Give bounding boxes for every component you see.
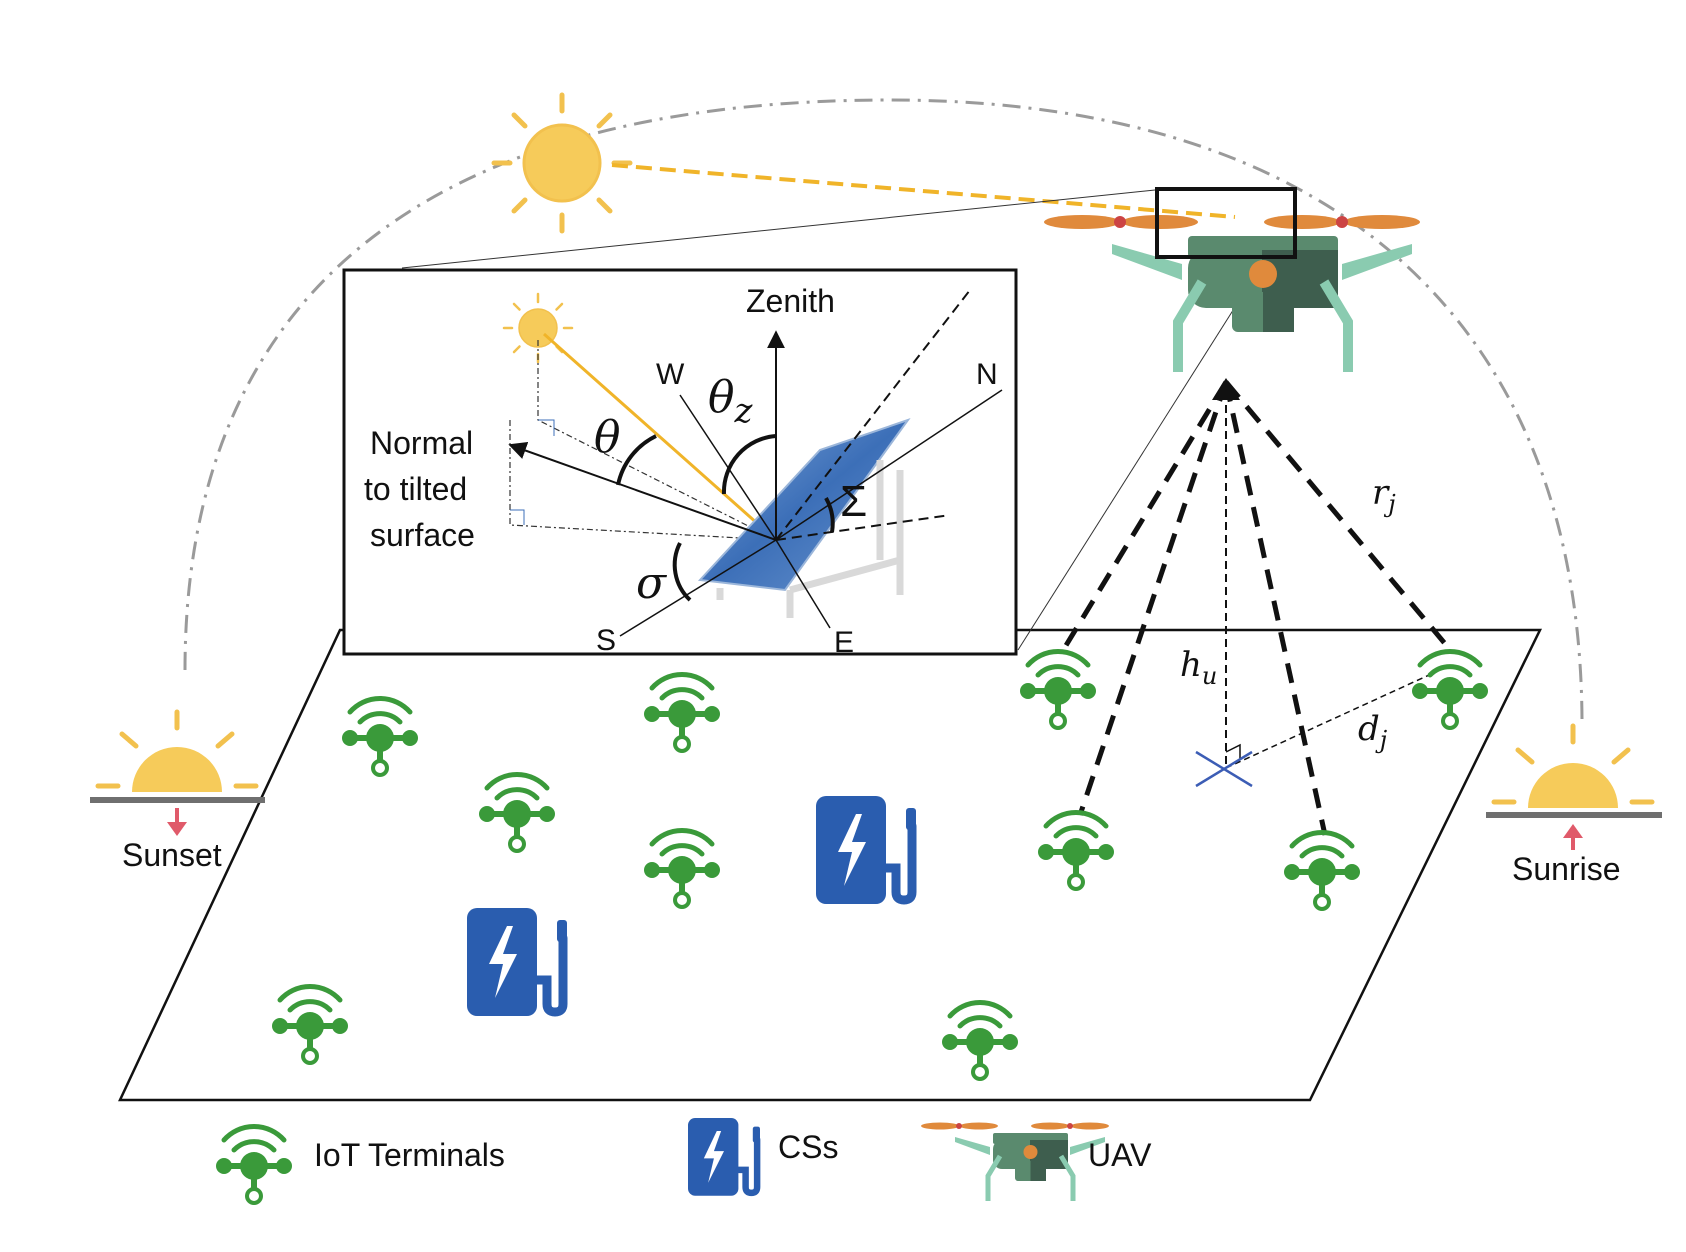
iot-terminal: [942, 1002, 1018, 1079]
charging-station: [467, 908, 567, 1016]
tilt-angle-label: Σ: [840, 477, 867, 526]
uav-apex-arrow: [1212, 378, 1240, 400]
legend-iot-label: IoT Terminals: [314, 1137, 505, 1173]
horizon-line: [775, 514, 951, 541]
tilt-arc: [824, 497, 835, 533]
iot-terminal: [1412, 651, 1488, 728]
charging-station: [816, 796, 916, 904]
legend: IoT Terminals CSs UAV: [216, 1118, 1152, 1203]
sunset-label: Sunset: [122, 837, 222, 873]
uav-links: [1059, 380, 1454, 836]
sunset-icon: [90, 709, 265, 836]
iot-terminal: [644, 830, 720, 907]
solar-panel: [697, 418, 911, 592]
theta-z-arc: [721, 434, 777, 495]
zoom-line-top: [401, 189, 1156, 269]
direction-s-label: S: [596, 624, 616, 657]
altitude-label: hu: [1180, 645, 1217, 690]
solar-panel-stand: [716, 460, 904, 618]
iot-terminal: [644, 674, 720, 751]
legend-cs-icon: [688, 1118, 760, 1196]
e-axis: [775, 539, 831, 629]
iot-terminal: [1038, 812, 1114, 889]
direction-n-label: N: [976, 358, 998, 391]
zenith-angle-label: θz: [708, 372, 754, 431]
ground-distance-line: [1225, 669, 1441, 769]
sunrise-label: Sunrise: [1512, 851, 1621, 887]
azimuth-arc: [672, 542, 692, 602]
theta-arc: [616, 434, 657, 486]
inset-sun-ray: [543, 332, 777, 542]
normal-label-line3: surface: [370, 517, 475, 553]
normal-label-line1: Normal: [370, 425, 473, 461]
n-axis: [775, 389, 1003, 541]
normal-label-line2: to tilted: [364, 471, 467, 507]
sun-beam-line: [611, 163, 1236, 219]
panel-tilt-line: [775, 289, 971, 541]
legend-uav-label: UAV: [1088, 1137, 1152, 1173]
normal-axis: [508, 441, 777, 541]
iot-terminal: [342, 698, 418, 775]
horizontal-distance-label: dj: [1358, 709, 1388, 754]
direction-w-label: W: [656, 358, 685, 391]
inset-right-angle: [510, 419, 555, 525]
solar-geometry-inset: Zenith Normal to tilted surface W N S E …: [342, 268, 1018, 659]
sun-top-icon: [494, 95, 630, 231]
sunrise-icon: [1486, 723, 1662, 850]
sun-path-arc: [183, 98, 1584, 721]
legend-uav-icon: [921, 1123, 1109, 1202]
right-angle-marker: [1225, 743, 1241, 760]
iot-terminal: [1020, 651, 1096, 728]
iot-terminal: [1284, 832, 1360, 909]
s-axis: [619, 539, 777, 637]
iot-terminal: [272, 986, 348, 1063]
slant-distance-label: rj: [1372, 473, 1396, 518]
zenith-label: Zenith: [746, 283, 835, 319]
uav-icon: [1044, 215, 1420, 372]
uav-panel-highlight-box: [1155, 187, 1297, 259]
direction-e-label: E: [834, 626, 854, 659]
uav-ground-projection: [1195, 750, 1253, 788]
legend-iot-icon: [216, 1126, 292, 1203]
legend-cs-label: CSs: [778, 1129, 838, 1165]
azimuth-angle-label: σ: [636, 558, 668, 609]
iot-terminal: [479, 774, 555, 851]
incidence-angle-label: θ: [594, 412, 621, 463]
zoom-line-bottom: [1017, 254, 1269, 651]
